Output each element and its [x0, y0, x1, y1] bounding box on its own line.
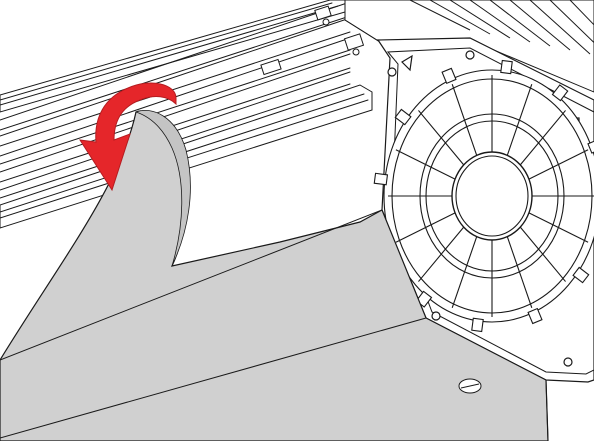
cover-rib — [509, 0, 571, 51]
cover-rib — [549, 0, 594, 44]
fan-lug — [572, 266, 590, 284]
rail-line — [0, 31, 351, 147]
slotted-screw-icon — [458, 378, 482, 394]
fan-lug — [394, 108, 412, 126]
fan-lug — [500, 59, 513, 75]
fan-spoke — [395, 212, 456, 243]
fan-spoke — [506, 84, 533, 156]
fan-spoke — [418, 226, 465, 282]
cover-rib — [409, 0, 471, 31]
cover-rib — [569, 0, 594, 26]
fan-lug — [441, 67, 457, 85]
rail-line — [0, 17, 351, 137]
rail-line — [0, 53, 351, 173]
fan-spoke — [519, 110, 566, 166]
fan-spoke — [418, 110, 465, 166]
cover-rib — [429, 0, 491, 35]
curling-media-sheet — [0, 110, 549, 441]
fan-grille — [373, 59, 594, 333]
curved-arrow-icon — [79, 82, 177, 192]
fan-lug — [551, 84, 569, 102]
rail-line — [0, 49, 351, 165]
rail-line — [0, 67, 351, 183]
fan-spoke — [528, 212, 589, 243]
fan-spoke — [451, 236, 478, 308]
cover-rib — [469, 0, 531, 43]
fan-lug — [373, 172, 389, 186]
rail-line — [0, 1, 351, 121]
fan-spoke — [506, 236, 533, 308]
cover-rib — [449, 0, 511, 39]
fan-spoke — [395, 149, 456, 180]
cover-rib — [489, 0, 551, 47]
fan-spoke — [519, 226, 566, 282]
fan-lug — [471, 317, 484, 333]
rail-line — [0, 15, 351, 131]
fan-lug — [527, 307, 543, 325]
cover-rib — [529, 0, 591, 55]
fan-spoke — [528, 149, 589, 180]
fan-spoke — [451, 84, 478, 156]
